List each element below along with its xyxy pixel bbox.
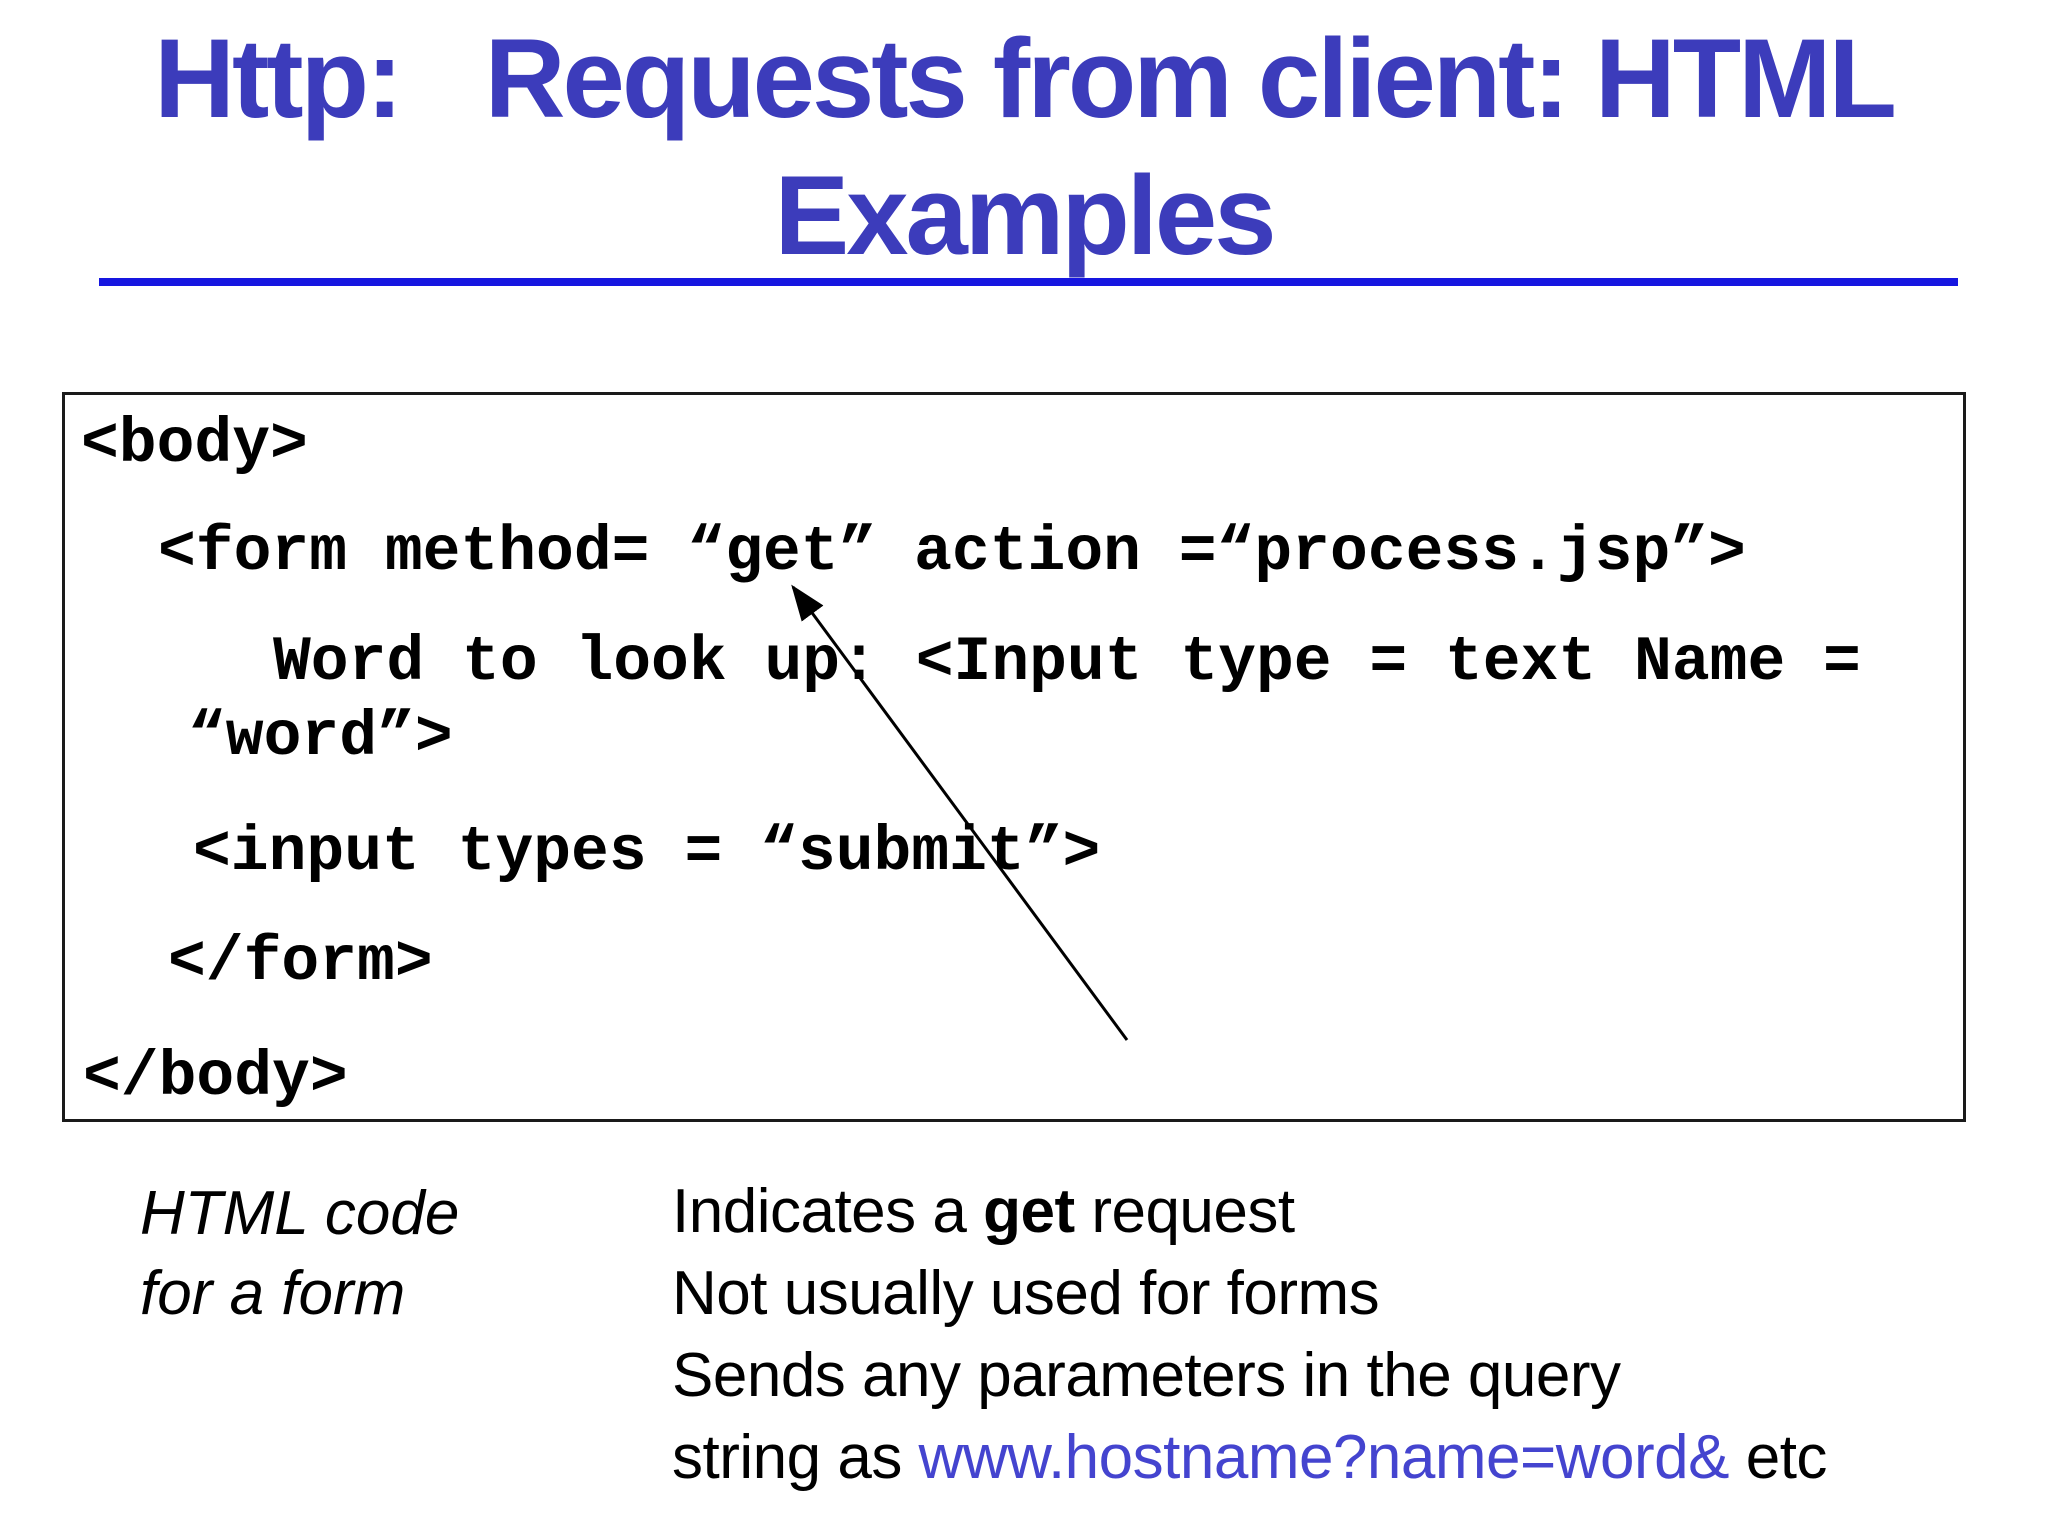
caption-right-line4-pre: string as (672, 1423, 919, 1492)
caption-right-line1-post: request (1074, 1177, 1295, 1246)
caption-right-line4-post: etc (1728, 1423, 1828, 1492)
code-line: </body> (83, 1042, 348, 1113)
caption-left-line1: HTML code (140, 1179, 460, 1248)
caption-right-line1-pre: Indicates a (672, 1177, 984, 1246)
slide-title-line1: Http: Requests from client: HTML (154, 16, 1897, 141)
code-example-box: <body> <form method= “get” action =“proc… (62, 392, 1966, 1122)
caption-html-code-label: HTML code for a form (140, 1174, 459, 1334)
code-line: Word to look up: <Input type = text Name… (273, 627, 1861, 698)
caption-left-line2: for a form (140, 1259, 406, 1328)
get-keyword: get (983, 1177, 1075, 1246)
slide-title: Http: Requests from client: HTML Example… (0, 10, 2048, 284)
caption-right-line1: Indicates a get request (672, 1171, 1827, 1253)
caption-right-line4: string as www.hostname?name=word& etc (672, 1417, 1827, 1499)
code-line: <input types = “submit”> (193, 817, 1101, 888)
slide-title-line2: Examples (774, 153, 1277, 278)
code-line: “word”> (188, 702, 453, 773)
code-line: </form> (168, 927, 433, 998)
caption-get-explanation: Indicates a get request Not usually used… (672, 1171, 1827, 1499)
code-line: <body> (81, 409, 308, 480)
title-underline-rule (99, 278, 1958, 286)
caption-right-line2: Not usually used for forms (672, 1259, 1380, 1328)
caption-right-line3: Sends any parameters in the query (672, 1341, 1621, 1410)
hostname-query-link[interactable]: www.hostname?name=word& (918, 1423, 1730, 1492)
code-line: <form method= “get” action =“process.jsp… (158, 517, 1746, 588)
